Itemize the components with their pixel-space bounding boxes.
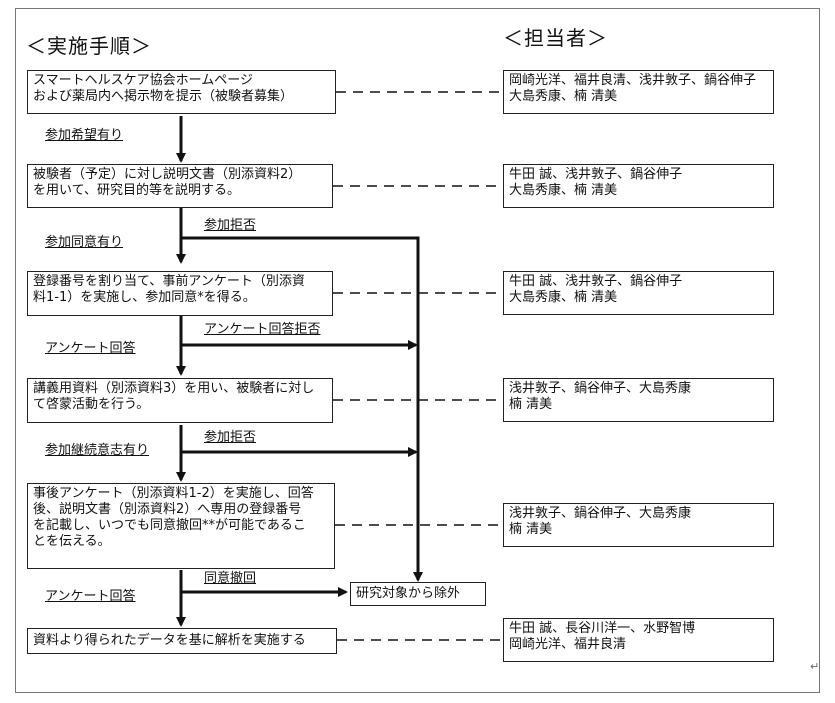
step-text-line: を記載し、いつでも同意撤回**が可能であるこ bbox=[33, 518, 306, 533]
document-frame bbox=[15, 8, 820, 693]
label-continue-1: 参加希望有り bbox=[45, 128, 124, 143]
step-box-6: 資料より得られたデータを基に解析を実施する bbox=[27, 628, 337, 654]
staff-text-line: 牛田 誠、長谷川洋一、水野智博 bbox=[509, 621, 696, 636]
label-continue-5: アンケート回答 bbox=[45, 589, 136, 604]
staff-text-line: 楠 清美 bbox=[509, 522, 553, 537]
step-text-line: とを伝える。 bbox=[33, 534, 111, 549]
step-text-line: 被験者（予定）に対し説明文書（別添資料2） bbox=[33, 167, 302, 182]
staff-text-line: 大島秀康、楠 清美 bbox=[509, 183, 618, 198]
staff-header: ＜担当者＞ bbox=[503, 26, 608, 50]
staff-text-line: 大島秀康、楠 清美 bbox=[509, 290, 618, 305]
staff-text-line: 牛田 誠、浅井敦子、鍋谷伸子 bbox=[509, 274, 683, 289]
staff-text-line: 大島秀康、楠 清美 bbox=[509, 89, 618, 104]
step-text-line: て啓蒙活動を行う。 bbox=[33, 397, 150, 412]
step-text-line: 講義用資料（別添資料3）を用い、被験者に対し bbox=[33, 381, 315, 396]
exit-line-1 bbox=[181, 236, 423, 582]
staff-box-6: 牛田 誠、長谷川洋一、水野智博 岡崎光洋、福井良清 bbox=[503, 618, 774, 662]
staff-text-line: 岡崎光洋、福井良清、浅井敦子、鍋谷伸子 bbox=[509, 73, 757, 88]
label-continue-3: アンケート回答 bbox=[45, 341, 136, 356]
step-text-line: スマートヘルスケア協会ホームページ bbox=[33, 73, 253, 88]
staff-box-2: 牛田 誠、浅井敦子、鍋谷伸子 大島秀康、楠 清美 bbox=[503, 164, 774, 208]
staff-text-line: 楠 清美 bbox=[509, 397, 553, 412]
return-mark: ↵ bbox=[810, 660, 820, 673]
procedure-header: ＜実施手順＞ bbox=[26, 34, 152, 58]
step-box-3: 登録番号を割り当て、事前アンケート（別添資 料1-1）を実施し、参加同意*を得る… bbox=[27, 271, 333, 316]
staff-box-3: 牛田 誠、浅井敦子、鍋谷伸子 大島秀康、楠 清美 bbox=[503, 271, 774, 315]
staff-text-line: 岡崎光洋、福井良清 bbox=[509, 637, 627, 652]
exclusion-text: 研究対象から除外 bbox=[356, 586, 461, 601]
label-exit-3: 参加拒否 bbox=[204, 430, 257, 445]
step-text-line: を用いて、研究目的等を説明する。 bbox=[33, 183, 240, 198]
exclusion-box: 研究対象から除外 bbox=[350, 582, 486, 606]
step-text-line: および薬局内へ掲示物を提示（被験者募集） bbox=[33, 89, 294, 104]
staff-box-4: 浅井敦子、鍋谷伸子、大島秀康 楠 清美 bbox=[503, 378, 774, 422]
step-box-4: 講義用資料（別添資料3）を用い、被験者に対し て啓蒙活動を行う。 bbox=[27, 378, 333, 423]
step-text-line: 後、説明文書（別添資料2）へ専用の登録番号 bbox=[33, 502, 302, 517]
label-continue-2: 参加同意有り bbox=[45, 235, 124, 250]
staff-text-line: 牛田 誠、浅井敦子、鍋谷伸子 bbox=[509, 167, 683, 182]
label-continue-4: 参加継続意志有り bbox=[45, 443, 150, 458]
staff-text-line: 浅井敦子、鍋谷伸子、大島秀康 bbox=[509, 381, 692, 396]
label-exit-2: アンケート回答拒否 bbox=[204, 322, 321, 337]
step-box-1: スマートヘルスケア協会ホームページ および薬局内へ掲示物を提示（被験者募集） bbox=[27, 70, 336, 114]
step-text-line: 料1-1）を実施し、参加同意*を得る。 bbox=[33, 290, 256, 305]
step-text-line: 事後アンケート（別添資料1-2）を実施し、回答 bbox=[33, 486, 314, 501]
step-box-2: 被験者（予定）に対し説明文書（別添資料2） を用いて、研究目的等を説明する。 bbox=[27, 164, 333, 208]
label-exit-4: 同意撤回 bbox=[204, 571, 257, 586]
staff-box-5: 浅井敦子、鍋谷伸子、大島秀康 楠 清美 bbox=[503, 503, 774, 547]
step-box-5: 事後アンケート（別添資料1-2）を実施し、回答 後、説明文書（別添資料2）へ専用… bbox=[27, 483, 335, 569]
step-text-line: 資料より得られたデータを基に解析を実施する bbox=[33, 633, 306, 648]
step-text-line: 登録番号を割り当て、事前アンケート（別添資 bbox=[33, 274, 305, 289]
staff-box-1: 岡崎光洋、福井良清、浅井敦子、鍋谷伸子 大島秀康、楠 清美 bbox=[503, 70, 774, 114]
staff-text-line: 浅井敦子、鍋谷伸子、大島秀康 bbox=[509, 506, 692, 521]
label-exit-1: 参加拒否 bbox=[204, 218, 257, 233]
